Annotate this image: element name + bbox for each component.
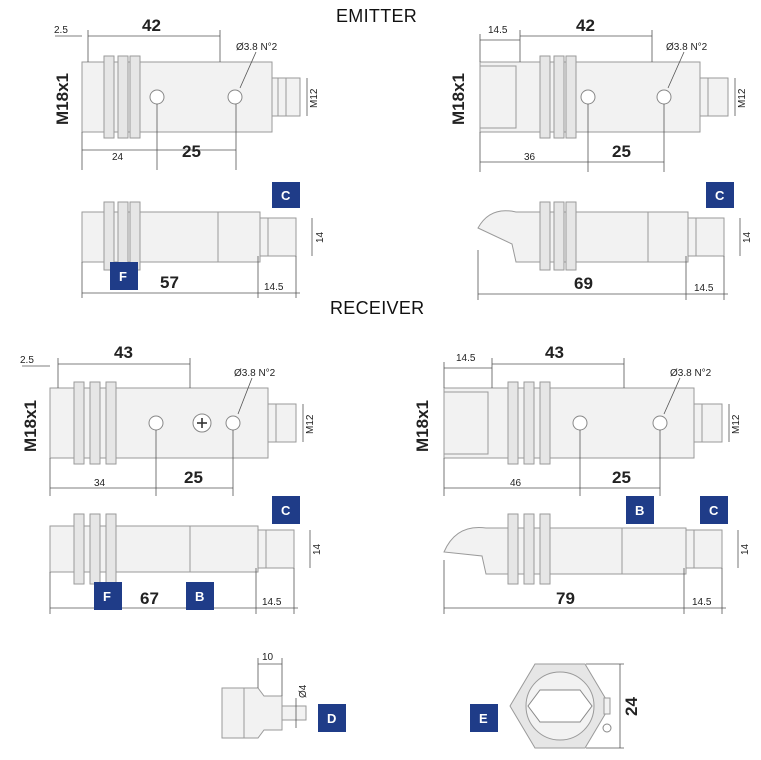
dim-57: 57 xyxy=(160,273,179,292)
thread-label-right: M18x1 xyxy=(449,73,468,125)
emitter-short-top-view xyxy=(55,30,308,170)
thread-label-receiver-left: M18x1 xyxy=(21,400,40,452)
dim-14-5-b: 14.5 xyxy=(694,283,714,294)
receiver-long-side-view xyxy=(443,513,739,614)
detail-d-connector xyxy=(221,658,307,739)
dim-42-left: 42 xyxy=(142,16,161,35)
receiver-long-top-view xyxy=(443,358,730,496)
svg-text:C: C xyxy=(281,503,291,518)
dim-46: 46 xyxy=(510,478,522,489)
connector-label-right: M12 xyxy=(737,88,748,108)
pin-diameter: Ø4 xyxy=(298,684,309,698)
receiver-title: RECEIVER xyxy=(330,298,425,318)
emitter-long-top-view xyxy=(479,30,736,172)
hole-spec-right: Ø3.8 N°2 xyxy=(666,42,708,53)
svg-text:D: D xyxy=(327,711,336,726)
badge-e: E xyxy=(470,704,498,732)
dim-42-right: 42 xyxy=(576,16,595,35)
dim-67: 67 xyxy=(140,589,159,608)
thread-label-left: M18x1 xyxy=(53,73,72,125)
dim-14-5-receiver-right: 14.5 xyxy=(456,353,476,364)
hole-spec-receiver-right: Ø3.8 N°2 xyxy=(670,368,712,379)
dim-14-5-c: 14.5 xyxy=(262,597,282,608)
svg-text:C: C xyxy=(715,188,725,203)
badge-f-emitter-left: F xyxy=(110,262,138,290)
badge-d: D xyxy=(318,704,346,732)
dim-24-nut: 24 xyxy=(622,697,641,716)
emitter-long-side-view xyxy=(477,201,741,300)
dim-14-5-top-right: 14.5 xyxy=(488,25,508,36)
badge-c-emitter-right: C xyxy=(706,182,734,208)
emitter-short-side-view xyxy=(81,201,313,298)
svg-text:B: B xyxy=(635,503,644,518)
dim-69: 69 xyxy=(574,274,593,293)
hex-14-b: 14 xyxy=(742,231,753,243)
svg-text:C: C xyxy=(281,188,291,203)
receiver-short-top-view xyxy=(22,358,304,496)
svg-text:B: B xyxy=(195,589,204,604)
dim-79: 79 xyxy=(556,589,575,608)
svg-text:F: F xyxy=(119,269,127,284)
svg-text:C: C xyxy=(709,503,719,518)
hex-14-a: 14 xyxy=(315,231,326,243)
thread-label-receiver-right: M18x1 xyxy=(413,400,432,452)
dim-2-5-receiver: 2.5 xyxy=(20,355,34,366)
hex-14-c: 14 xyxy=(312,543,323,555)
dim-2-5-left: 2.5 xyxy=(54,25,68,36)
svg-text:F: F xyxy=(103,589,111,604)
hex-14-d: 14 xyxy=(740,543,751,555)
badge-f-receiver-left: F xyxy=(94,582,122,610)
dim-43-right: 43 xyxy=(545,343,564,362)
emitter-title: EMITTER xyxy=(336,6,418,26)
svg-text:E: E xyxy=(479,711,488,726)
badge-c-emitter-left: C xyxy=(272,182,300,208)
receiver-short-side-view xyxy=(49,513,311,614)
dim-25-right: 25 xyxy=(612,142,631,161)
connector-label-left: M12 xyxy=(309,88,320,108)
badge-b-receiver-right: B xyxy=(626,496,654,524)
dim-43-left: 43 xyxy=(114,343,133,362)
connector-label-receiver-right: M12 xyxy=(731,414,742,434)
hole-spec-receiver-left: Ø3.8 N°2 xyxy=(234,368,276,379)
dim-14-5-d: 14.5 xyxy=(692,597,712,608)
dim-36: 36 xyxy=(524,152,536,163)
dim-25-receiver-left: 25 xyxy=(184,468,203,487)
hole-spec-left: Ø3.8 N°2 xyxy=(236,42,278,53)
dim-34: 34 xyxy=(94,478,106,489)
detail-e-nut xyxy=(509,663,624,749)
dim-24: 24 xyxy=(112,152,124,163)
dim-14-5-a: 14.5 xyxy=(264,282,284,293)
badge-b-receiver-left: B xyxy=(186,582,214,610)
dim-10: 10 xyxy=(262,652,274,663)
dim-25-left: 25 xyxy=(182,142,201,161)
badge-c-receiver-left: C xyxy=(272,496,300,524)
connector-label-receiver-left: M12 xyxy=(305,414,316,434)
badge-c-receiver-right: C xyxy=(700,496,728,524)
dim-25-receiver-right: 25 xyxy=(612,468,631,487)
